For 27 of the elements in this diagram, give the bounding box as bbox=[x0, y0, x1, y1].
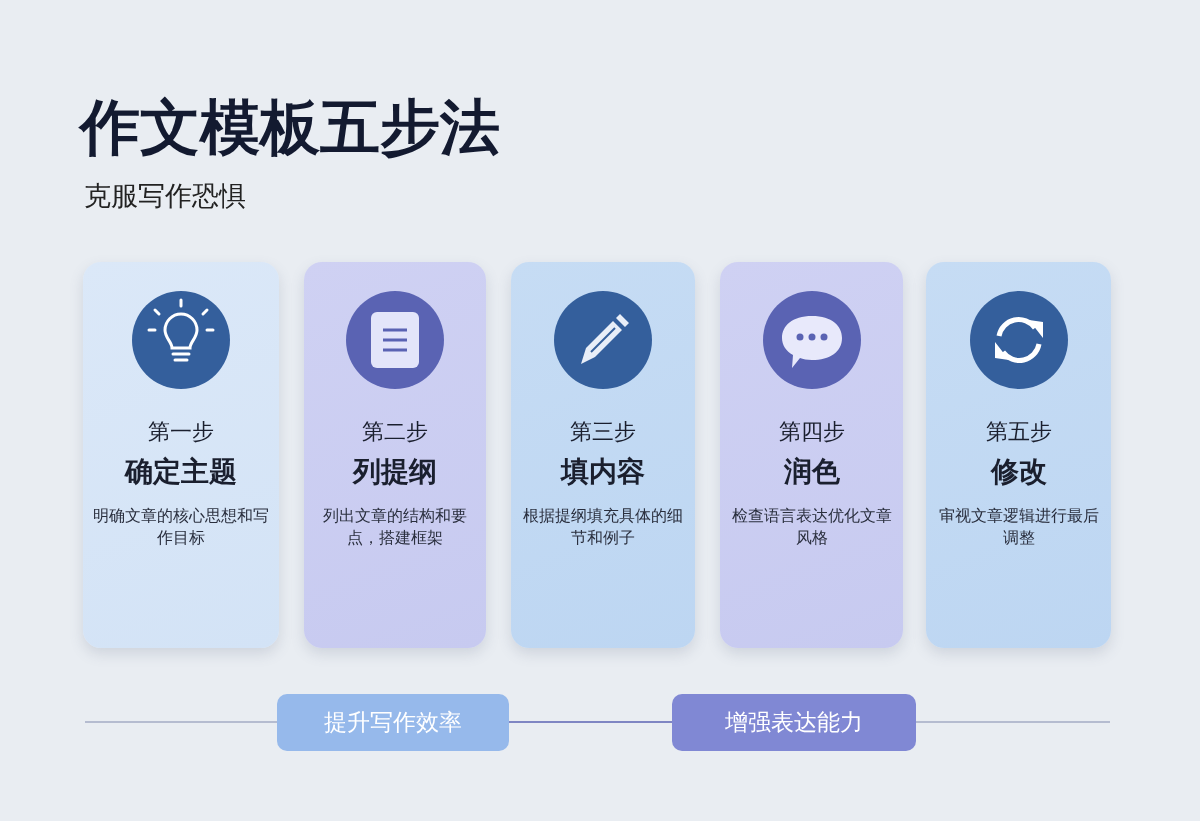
step-number: 第五步 bbox=[984, 418, 1053, 446]
step-number: 第三步 bbox=[569, 418, 637, 446]
step-title: 润色 bbox=[782, 454, 841, 490]
step-title: 修改 bbox=[989, 454, 1048, 490]
connector-line bbox=[915, 721, 1111, 723]
step-title: 填内容 bbox=[559, 454, 646, 490]
step-card bbox=[511, 262, 695, 648]
benefit-label: 提升写作效率 bbox=[277, 694, 509, 751]
step-number: 第一步 bbox=[147, 418, 215, 446]
subtitle: 克服写作恐惧 bbox=[84, 179, 246, 213]
step-card bbox=[720, 262, 903, 648]
step-number: 第二步 bbox=[361, 418, 429, 446]
step-title: 确定主题 bbox=[123, 454, 238, 490]
benefit-label: 增强表达能力 bbox=[672, 694, 916, 751]
connector-line bbox=[508, 721, 673, 723]
step-description: 检查语言表达优化文章风格 bbox=[730, 506, 893, 550]
step-card bbox=[304, 262, 486, 648]
step-card bbox=[926, 262, 1111, 648]
step-title: 列提纲 bbox=[351, 454, 438, 490]
title: 作文模板五步法 bbox=[80, 91, 500, 164]
step-card bbox=[83, 262, 279, 648]
step-description: 明确文章的核心思想和写作目标 bbox=[92, 506, 270, 550]
step-description: 列出文章的结构和要点，搭建框架 bbox=[322, 506, 468, 550]
step-description: 审视文章逻辑进行最后调整 bbox=[937, 506, 1100, 550]
step-number: 第四步 bbox=[777, 418, 846, 446]
connector-line bbox=[84, 721, 278, 723]
step-description: 根据提纲填充具体的细节和例子 bbox=[522, 506, 684, 550]
